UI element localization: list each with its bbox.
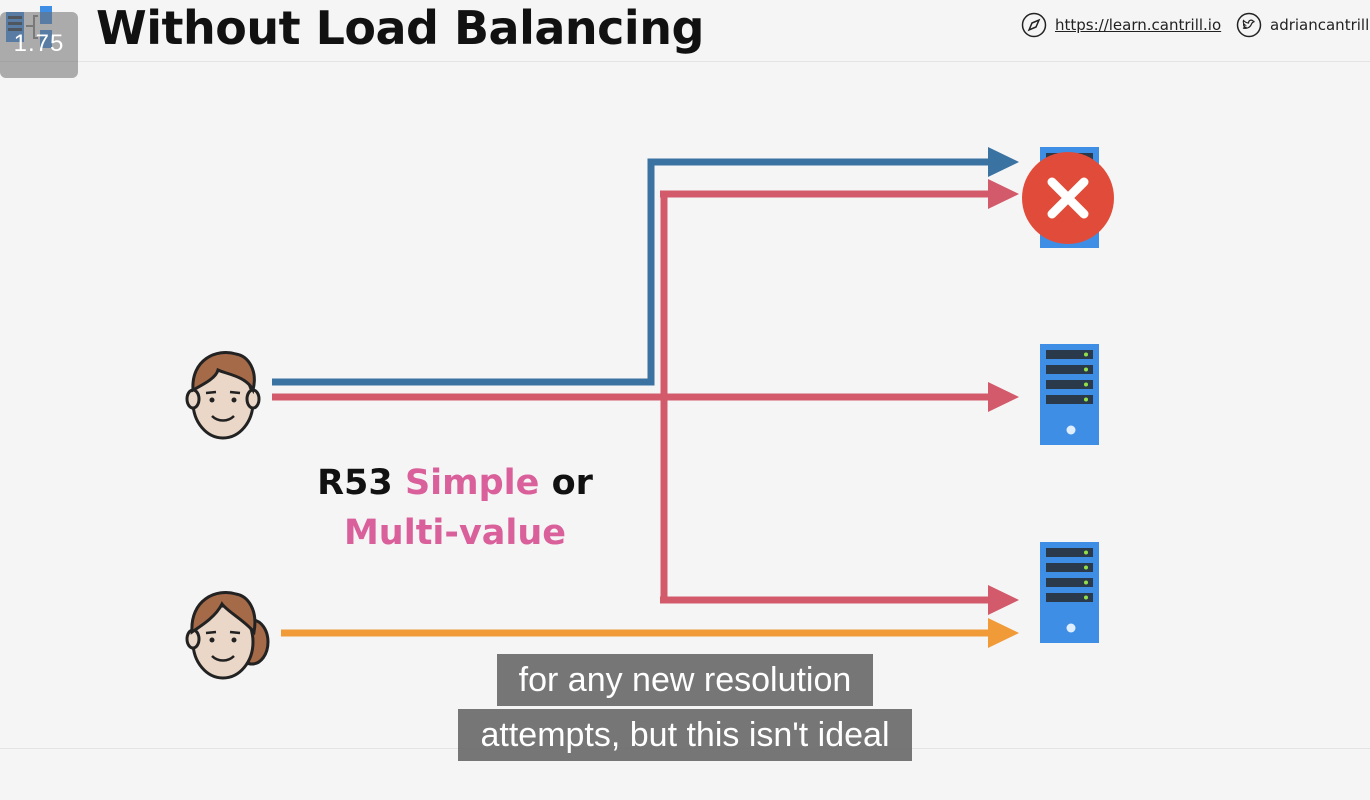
error-x-icon	[1022, 152, 1114, 244]
person-icon	[185, 351, 261, 440]
site-link[interactable]: https://learn.cantrill.io	[1055, 16, 1222, 34]
twitter-group[interactable]: adriancantrill	[1236, 12, 1369, 38]
compass-icon	[1021, 12, 1047, 38]
routing-label-line1: R53 Simple or	[300, 458, 610, 508]
blue-request-path	[272, 147, 1019, 386]
subtitle-text-2: attempts, but this isn't ideal	[458, 709, 912, 761]
orange-request-path	[281, 618, 1019, 648]
page-title: Without Load Balancing	[96, 1, 704, 55]
person-icon	[185, 591, 270, 680]
red-request-path	[272, 179, 1019, 615]
routing-policy-label: R53 Simple or Multi-value	[300, 458, 610, 558]
routing-or: or	[539, 463, 593, 503]
twitter-icon	[1236, 12, 1262, 38]
routing-simple: Simple	[404, 463, 540, 503]
subtitle-line-2: attempts, but this isn't ideal	[0, 709, 1370, 761]
subtitle-line-1: for any new resolution	[0, 654, 1370, 706]
subtitle-text-1: for any new resolution	[496, 654, 874, 706]
routing-prefix: R53	[317, 463, 405, 503]
site-link-group[interactable]: https://learn.cantrill.io	[1021, 12, 1221, 38]
routing-multivalue: Multi-value	[343, 513, 567, 553]
server-icon	[1040, 542, 1099, 643]
twitter-handle[interactable]: adriancantrill	[1270, 16, 1370, 34]
playback-speed-badge[interactable]: 1.75	[0, 12, 78, 78]
server-icon	[1040, 344, 1099, 445]
slide-header: 1.75 Without Load Balancing https://lear…	[0, 0, 1370, 78]
